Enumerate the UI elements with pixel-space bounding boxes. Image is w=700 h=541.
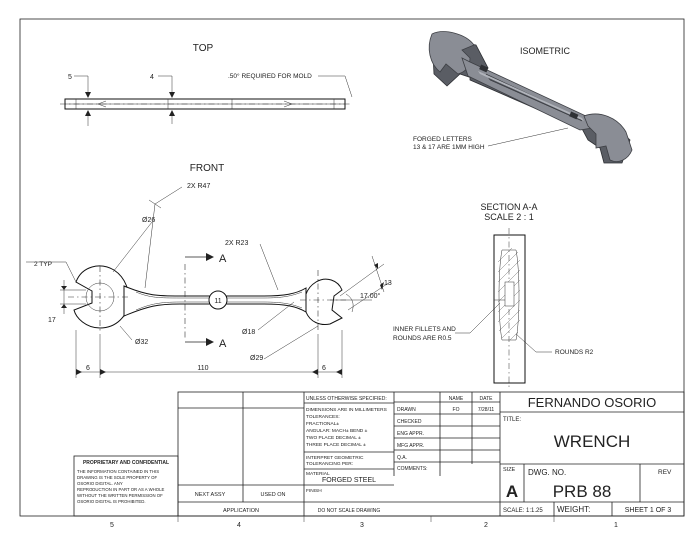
top-dim-left: 5 <box>68 74 72 81</box>
scale-text: SCALE: 1:1.25 <box>503 508 543 514</box>
section-marker-bottom: A <box>219 338 227 350</box>
proprietary-line-1: THE INFORMATION CONTAINED IN THIS <box>77 469 159 474</box>
front-view: FRONT 11 A A 2X R47 Ø26 <box>26 163 392 378</box>
dwg-number: PRB 88 <box>553 482 612 501</box>
front-center-dia: 11 <box>214 298 221 305</box>
role-comments: COMMENTS: <box>397 466 428 472</box>
section-marker-top: A <box>219 253 227 265</box>
isometric-view: ISOMETRIC FORGED LETTERS 13 & 17 ARE 1MM… <box>413 31 633 164</box>
weight-text: WEIGHT: <box>557 505 590 514</box>
front-dia-center-bottom: Ø18 <box>242 329 255 336</box>
front-radius-mid: 2X R23 <box>225 240 248 247</box>
front-dim-bottom-total: 110 <box>197 365 208 372</box>
sheet-text: SHEET 1 OF 3 <box>625 507 672 514</box>
role-mfg-appr: MFG APPR. <box>397 443 424 449</box>
section-title-line1: SECTION A-A <box>480 202 537 212</box>
front-dia-right-bottom: Ø29 <box>250 355 263 362</box>
size-label: SIZE <box>503 467 516 473</box>
interpret-line-1: INTERPRET GEOMETRIC <box>306 455 364 461</box>
role-qa: Q.A. <box>397 455 407 461</box>
zone-3: 3 <box>360 522 364 529</box>
drawn-date: 7/28/11 <box>478 407 495 413</box>
zone-1: 1 <box>614 522 618 529</box>
top-view: TOP 5 4 .50° REQUIRED FOR MOLD <box>60 43 353 126</box>
dwg-label: DWG. NO. <box>528 468 566 477</box>
front-dia-left-top: Ø26 <box>142 217 155 224</box>
tolerance-line-4: ANGULAR: MACH± BEND ± <box>306 428 368 434</box>
company-name: FERNANDO OSORIO <box>528 395 657 410</box>
zone-4: 4 <box>237 522 241 529</box>
used-on-label: USED ON <box>260 492 285 498</box>
proprietary-line-4: REPRODUCTION IN PART OR AS A WHOLE <box>77 487 165 492</box>
application-label: APPLICATION <box>223 508 259 514</box>
interpret-line-2: TOLERANCING PER: <box>306 461 353 467</box>
top-dim-mid: 4 <box>150 74 154 81</box>
section-fillet-note-line1: INNER FILLETS AND <box>393 326 456 333</box>
zone-markers: 5 4 3 2 1 <box>110 516 618 529</box>
title-block: PROPRIETARY AND CONFIDENTIAL THE INFORMA… <box>73 391 685 517</box>
front-right-head <box>303 278 343 325</box>
front-view-label: FRONT <box>190 163 224 174</box>
next-assy-label: NEXT ASSY <box>195 492 226 498</box>
material-label: MATERIAL <box>306 471 330 477</box>
top-view-label: TOP <box>193 43 214 54</box>
front-dia-left-bottom: Ø32 <box>135 339 148 346</box>
front-dim-bottom-left: 6 <box>86 365 90 372</box>
isometric-note-line2: 13 & 17 ARE 1MM HIGH <box>413 144 485 151</box>
do-not-scale: DO NOT SCALE DRAWING <box>318 508 381 514</box>
name-header: NAME <box>449 396 464 402</box>
front-dim-bottom-right: 6 <box>322 365 326 372</box>
material-value: FORGED STEEL <box>322 477 376 484</box>
section-fillet-note-line2: ROUNDS ARE R0.5 <box>393 335 452 342</box>
finish-label: FINISH <box>306 488 322 494</box>
tolerance-header: UNLESS OTHERWISE SPECIFIED: <box>306 396 387 402</box>
tolerance-line-3: FRACTIONAL± <box>306 421 339 427</box>
front-jaw-left: 17 <box>48 317 56 324</box>
front-radius-top: 2X R47 <box>187 183 210 190</box>
proprietary-line-3: OSORIO DIGITAL. ANY <box>77 481 123 486</box>
tolerance-line-2: TOLERANCES: <box>306 414 340 420</box>
isometric-note-line1: FORGED LETTERS <box>413 136 473 143</box>
tolerance-line-6: THREE PLACE DECIMAL ± <box>306 442 366 448</box>
size-value: A <box>506 482 518 501</box>
front-center-hole <box>208 290 228 310</box>
proprietary-line-5: WITHOUT THE WRITTEN PERMISSION OF <box>77 493 163 498</box>
drawing-title: WRENCH <box>554 432 631 451</box>
section-hatch <box>497 247 521 341</box>
rev-label: REV <box>658 469 672 476</box>
title-label: TITLE: <box>503 417 521 423</box>
tolerance-line-1: DIMENSIONS ARE IN MILLIMETERS <box>306 407 387 413</box>
drawn-name: FO <box>453 407 460 413</box>
role-checked: CHECKED <box>397 419 422 425</box>
role-drawn: DRAWN <box>397 407 416 413</box>
tolerance-line-5: TWO PLACE DECIMAL ± <box>306 435 361 441</box>
isometric-label: ISOMETRIC <box>520 46 571 56</box>
role-eng-appr: ENG APPR. <box>397 431 424 437</box>
section-title-line2: SCALE 2 : 1 <box>484 212 534 222</box>
zone-2: 2 <box>484 522 488 529</box>
section-view: SECTION A-A SCALE 2 : 1 INNER FILLETS AN… <box>393 202 594 390</box>
section-rounds-note: ROUNDS R2 <box>555 349 594 356</box>
date-header: DATE <box>480 396 494 402</box>
proprietary-title: PROPRIETARY AND CONFIDENTIAL <box>83 460 169 466</box>
proprietary-line-6: OSORIO DIGITAL IS PROHIBITED. <box>77 499 146 504</box>
front-typ-label: 2 TYP <box>34 261 52 268</box>
front-angle: 17.00° <box>360 292 381 300</box>
section-body <box>493 234 526 384</box>
proprietary-line-2: DRAWING IS THE SOLE PROPERTY OF <box>77 475 157 480</box>
front-jaw-right: 13 <box>384 280 392 287</box>
zone-5: 5 <box>110 522 114 529</box>
top-mold-note: .50° REQUIRED FOR MOLD <box>228 72 312 80</box>
